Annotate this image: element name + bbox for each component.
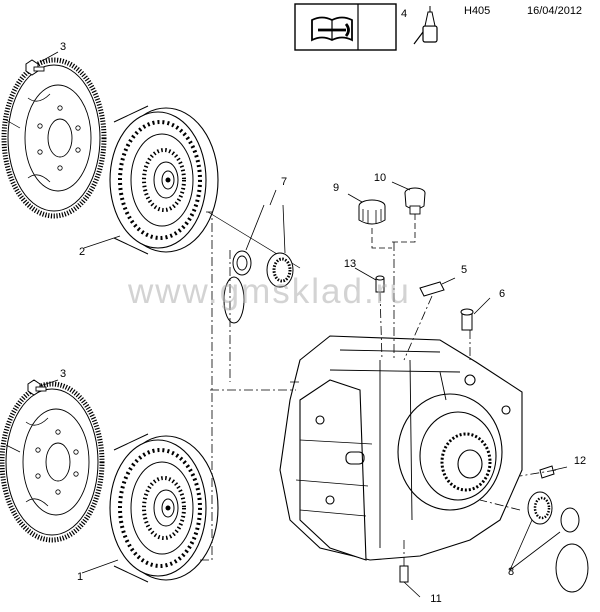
watermark: www.gmsklad.ru (128, 272, 411, 311)
axle-seal (527, 491, 589, 593)
bottom-plug (399, 565, 409, 583)
callout-6: 6 (498, 288, 506, 300)
oil-can-icon (413, 6, 438, 45)
flexplate-lower (2, 384, 102, 540)
note-number: 4 (401, 8, 408, 20)
callout-11: 11 (430, 593, 442, 605)
service-manual-icon (294, 3, 397, 51)
callout-9: 9 (332, 182, 340, 194)
side-bolt (539, 465, 555, 479)
document-code: H405 (464, 5, 491, 17)
callout-12: 12 (573, 455, 587, 467)
flexplate-upper (4, 60, 104, 216)
callout-3-lower: 3 (59, 368, 67, 380)
callout-7: 7 (280, 176, 288, 188)
callout-3-upper: 3 (59, 41, 67, 53)
callout-5: 5 (460, 264, 468, 276)
sensor-plug (375, 275, 385, 293)
seal-kit (223, 204, 294, 324)
callout-8: 8 (507, 566, 515, 578)
callout-2: 2 (78, 246, 86, 258)
vent-cap (404, 187, 426, 215)
torque-converter-upper (108, 104, 220, 256)
transmission-housing (279, 335, 523, 561)
drain-plug (460, 308, 474, 331)
callout-13: 13 (343, 258, 357, 270)
callout-10: 10 (373, 172, 387, 184)
filler-cap (358, 199, 386, 225)
clip (419, 281, 445, 297)
document-date: 16/04/2012 (527, 5, 583, 17)
callout-1: 1 (76, 571, 84, 583)
